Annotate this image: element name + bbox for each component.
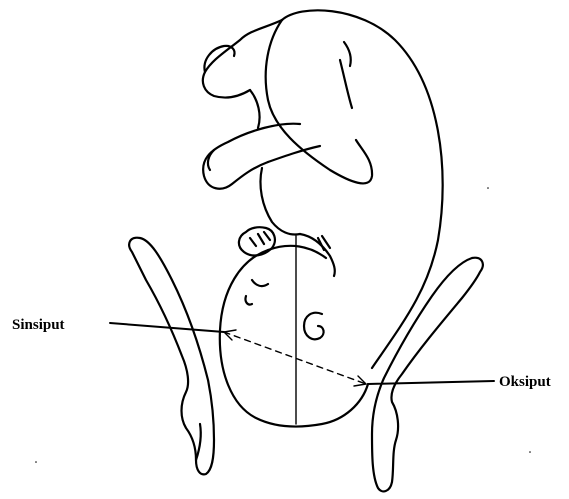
fetal-nose	[245, 296, 252, 305]
fetal-eye	[252, 280, 268, 286]
sinsiput-label: Sinsiput	[12, 317, 65, 334]
fetal-ribs-line	[340, 60, 352, 108]
speck-dot	[487, 187, 489, 189]
dashed-diameter-line	[224, 332, 366, 384]
dashed-arrow-left	[224, 330, 236, 340]
fetal-thigh	[250, 90, 260, 128]
speck-dot	[35, 461, 37, 463]
pelvis-right-bone	[372, 258, 483, 492]
sinsiput-pointer-line	[110, 323, 224, 332]
fetal-fist	[239, 227, 275, 255]
oksiput-pointer-line	[368, 381, 494, 384]
oksiput-label: Oksiput	[499, 374, 551, 391]
fetal-torso-inner	[266, 20, 372, 183]
speck-dot	[529, 451, 531, 453]
fetal-spine-detail	[344, 42, 351, 66]
dashed-arrow-right	[354, 376, 366, 386]
fetal-lower-arm	[260, 168, 300, 235]
fetal-neck-shading	[318, 236, 330, 250]
fetal-fingers	[250, 232, 270, 246]
fetal-head-top	[268, 246, 326, 258]
fetal-hand	[208, 150, 214, 170]
fetal-leg	[203, 20, 282, 98]
fetal-ear	[304, 313, 324, 340]
fetal-head-outline	[220, 250, 368, 426]
pelvis-left-inner	[196, 424, 201, 460]
fetal-chin	[300, 234, 335, 276]
fetal-forearm	[268, 146, 320, 162]
